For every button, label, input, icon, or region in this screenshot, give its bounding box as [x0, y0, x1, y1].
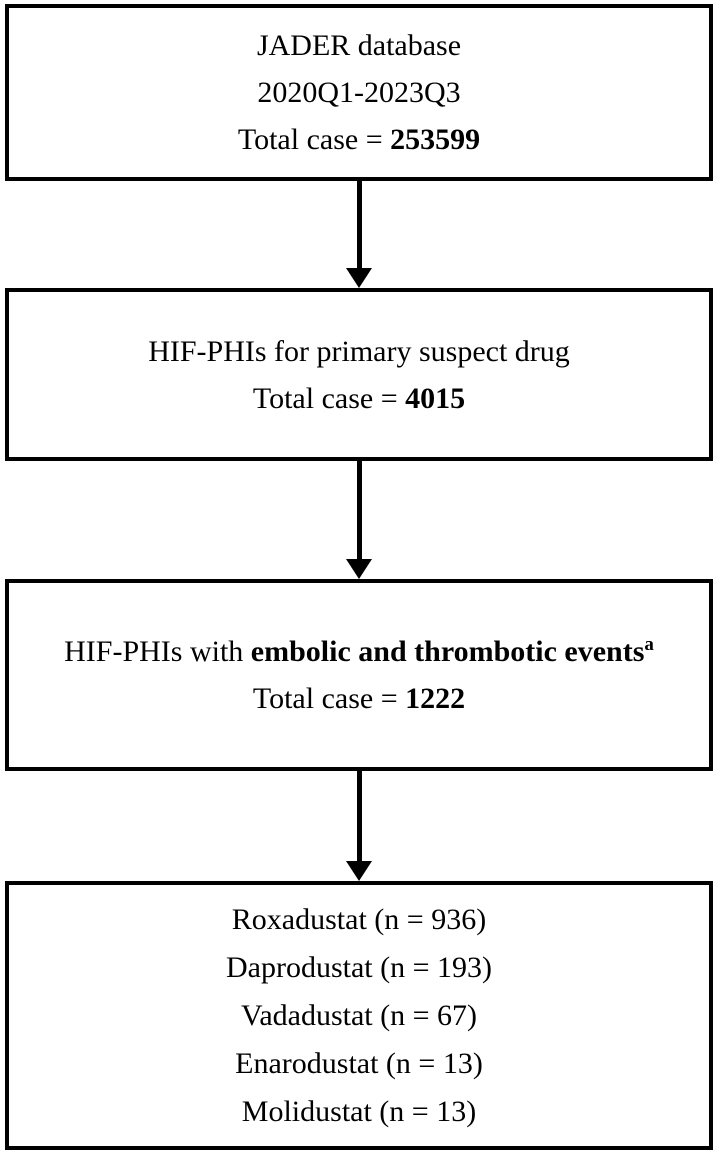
footnote-superscript: a — [644, 634, 654, 655]
arrow-head — [346, 861, 372, 881]
arrow-head — [346, 559, 372, 579]
box-title: HIF-PHIs with embolic and thrombotic eve… — [64, 628, 654, 675]
total-case-line: Total case = 4015 — [253, 375, 465, 422]
drug-count-line: Molidustat (n = 13) — [241, 1094, 477, 1128]
arrow-shaft — [356, 181, 362, 268]
drug-count-line: Daprodustat (n = 193) — [225, 950, 493, 984]
down-arrow-icon — [5, 461, 713, 579]
total-case-line: Total case = 1222 — [253, 675, 465, 722]
drug-count-line: Enarodustat (n = 13) — [235, 1046, 483, 1080]
flow-box-embolic-thrombotic-events: HIF-PHIs with embolic and thrombotic eve… — [5, 579, 713, 771]
date-range: 2020Q1-2023Q3 — [257, 76, 461, 109]
drug-count-line: Roxadustat (n = 936) — [231, 902, 487, 936]
flow-box-jader-database: JADER database 2020Q1-2023Q3 Total case … — [5, 4, 713, 181]
total-case-value: 253599 — [390, 123, 481, 156]
total-case-label: Total case = — [252, 381, 406, 415]
total-case-label: Total case = — [237, 123, 391, 156]
title-bold-segment: embolic and thrombotic events — [250, 635, 645, 668]
arrow-shaft — [356, 771, 362, 861]
drug-count-line: Vadadustat (n = 67) — [240, 998, 478, 1032]
arrow-head — [346, 268, 372, 288]
title-normal-segment: HIF-PHIs with — [64, 635, 251, 668]
down-arrow-icon — [5, 181, 713, 288]
arrow-shaft — [356, 461, 362, 559]
total-case-label: Total case = — [252, 682, 406, 715]
flow-box-drug-breakdown: Roxadustat (n = 936) Daprodustat (n = 19… — [5, 881, 713, 1150]
total-case-line: Total case = 253599 — [238, 116, 480, 163]
down-arrow-icon — [5, 771, 713, 881]
box-title: JADER database — [256, 29, 462, 62]
box-title: HIF-PHIs for primary suspect drug — [148, 334, 570, 368]
flow-box-primary-suspect: HIF-PHIs for primary suspect drug Total … — [5, 288, 713, 461]
total-case-value: 4015 — [405, 381, 466, 415]
total-case-value: 1222 — [405, 682, 466, 715]
